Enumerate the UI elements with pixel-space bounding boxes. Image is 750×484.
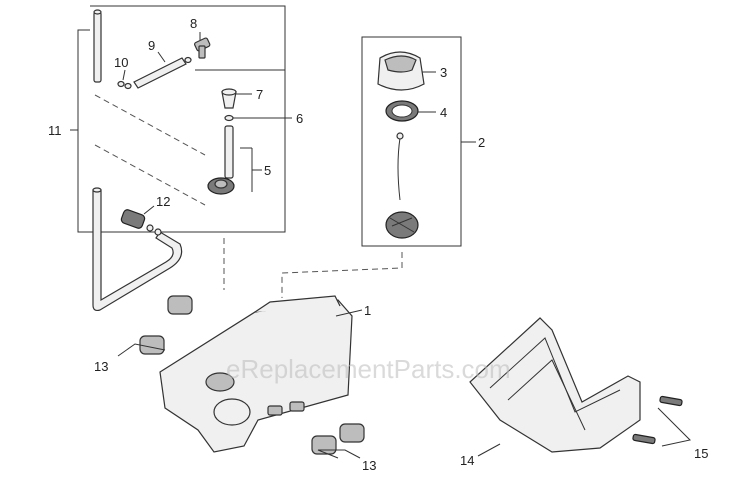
- fuel-cap-group-frame: [361, 36, 470, 247]
- callout-3: 3: [440, 65, 447, 80]
- callout-13-lower: 13: [362, 458, 376, 473]
- callout-13-upper: 13: [94, 359, 108, 374]
- fuel-tank: [159, 295, 353, 453]
- callout-14: 14: [460, 453, 474, 468]
- callout-11: 11: [48, 123, 62, 138]
- grommet-upper: [139, 295, 193, 355]
- fuel-tube-straight: [93, 9, 102, 83]
- callout-1: 1: [364, 303, 371, 318]
- fuel-tube-short: [133, 57, 187, 89]
- callout-7: 7: [256, 87, 263, 102]
- cap-tether-strainer: [385, 132, 419, 239]
- callout-4: 4: [440, 105, 447, 120]
- screw-upper: [659, 395, 683, 407]
- callout-10: 10: [114, 55, 128, 70]
- fuel-line-group-frame: [70, 5, 286, 233]
- callout-5: 5: [264, 163, 271, 178]
- callout-6: 6: [296, 111, 303, 126]
- callout-12: 12: [156, 194, 170, 209]
- callout-15: 15: [694, 446, 708, 461]
- cap-gasket: [385, 100, 419, 122]
- elbow-fitting: [184, 37, 211, 64]
- fuel-fitting: [120, 209, 162, 236]
- fuel-pickup-assembly: [207, 125, 235, 195]
- tank-guard: [469, 317, 641, 453]
- fuel-tube-bent: [92, 187, 183, 312]
- fuel-cap: [377, 51, 425, 91]
- screw-lower: [632, 433, 656, 445]
- callout-9: 9: [148, 38, 155, 53]
- callout-8: 8: [190, 16, 197, 31]
- watermark: eReplacementParts.com: [226, 354, 511, 384]
- o-ring-small: [117, 80, 132, 90]
- fuel-filter-cap: [221, 88, 237, 109]
- callout-2: 2: [478, 135, 485, 150]
- o-ring-6: [224, 114, 234, 122]
